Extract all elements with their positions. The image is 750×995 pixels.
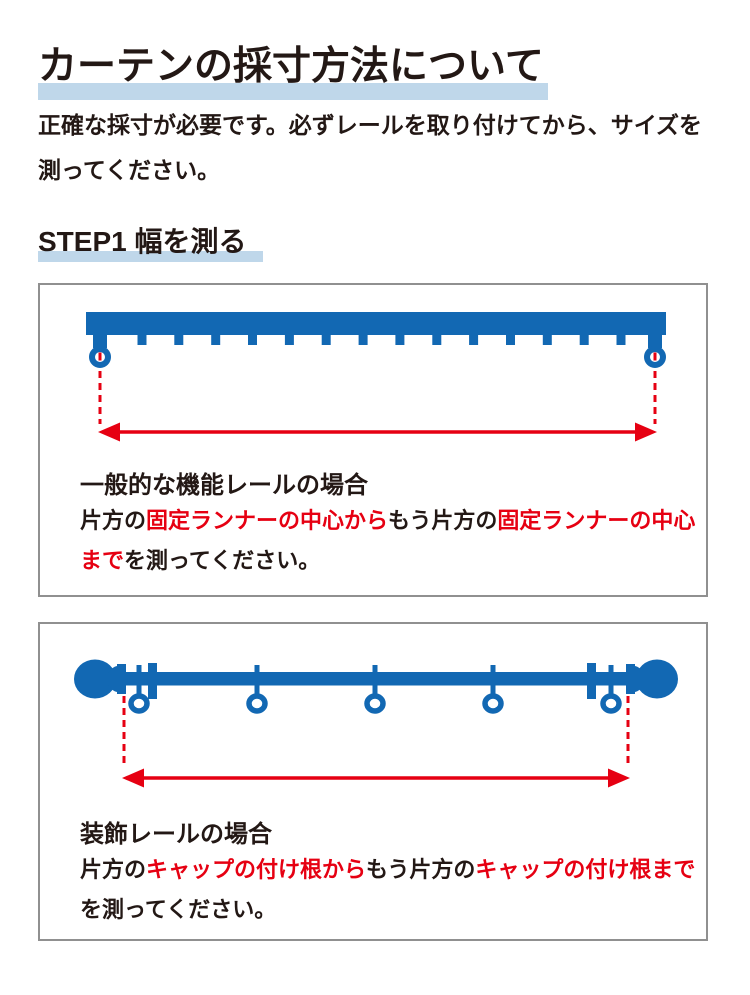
curtain-rings bbox=[128, 693, 622, 714]
desc-segment-red: 固定ランナーの中心 bbox=[497, 508, 696, 533]
intro-text: 正確な採寸が必要です。必ずレールを取り付けてから、サイズを測ってください。 bbox=[38, 112, 703, 183]
desc-segment-red: キャップの付け根から bbox=[146, 857, 367, 882]
left-ring-center-mark bbox=[98, 352, 102, 361]
desc-segment: 片方の bbox=[80, 857, 147, 882]
measure-arrow bbox=[122, 768, 630, 788]
functional-rail-diagram bbox=[86, 312, 666, 442]
runner-teeth bbox=[137, 334, 626, 345]
pole-bar bbox=[122, 672, 630, 686]
desc-segment: もう片方の bbox=[366, 857, 476, 882]
left-cap-finial bbox=[74, 659, 126, 699]
desc-segment: もう片方の bbox=[388, 508, 498, 533]
decorative-rail-diagram bbox=[74, 659, 678, 788]
step1-highlight-bar bbox=[38, 251, 263, 262]
measure-arrow bbox=[98, 422, 657, 442]
left-runner-stem bbox=[93, 334, 107, 348]
decorative-rail-description: 片方のキャップの付け根からもう片方のキャップの付け根までを測ってください。 bbox=[80, 850, 700, 930]
right-runner-stem bbox=[648, 334, 662, 348]
title-highlight-bar bbox=[38, 83, 548, 100]
desc-segment: 片方の bbox=[80, 508, 147, 533]
page-title: カーテンの採寸方法について bbox=[38, 45, 544, 88]
desc-segment-red: 固定ランナーの中心から bbox=[146, 508, 389, 533]
desc-segment-red: キャップの付け根まで bbox=[475, 857, 696, 882]
functional-rail-description: 片方の固定ランナーの中心からもう片方の固定ランナーの中心までを測ってください。 bbox=[80, 501, 700, 581]
desc-segment: を測ってください。 bbox=[124, 548, 321, 573]
right-ring-center-mark bbox=[653, 352, 657, 361]
functional-rail-heading: 一般的な機能レールの場合 bbox=[80, 472, 368, 499]
decorative-rail-panel: 装飾レールの場合 片方のキャップの付け根からもう片方のキャップの付け根までを測っ… bbox=[38, 622, 708, 941]
decorative-rail-heading: 装飾レールの場合 bbox=[80, 821, 272, 848]
step1-heading: STEP1 幅を測る bbox=[38, 226, 247, 257]
desc-segment: を測ってください。 bbox=[80, 897, 277, 922]
desc-segment-red: まで bbox=[80, 548, 125, 573]
rail-bar bbox=[86, 312, 666, 335]
right-cap-finial bbox=[626, 659, 678, 699]
functional-rail-panel: 一般的な機能レールの場合 片方の固定ランナーの中心からもう片方の固定ランナーの中… bbox=[38, 283, 708, 597]
